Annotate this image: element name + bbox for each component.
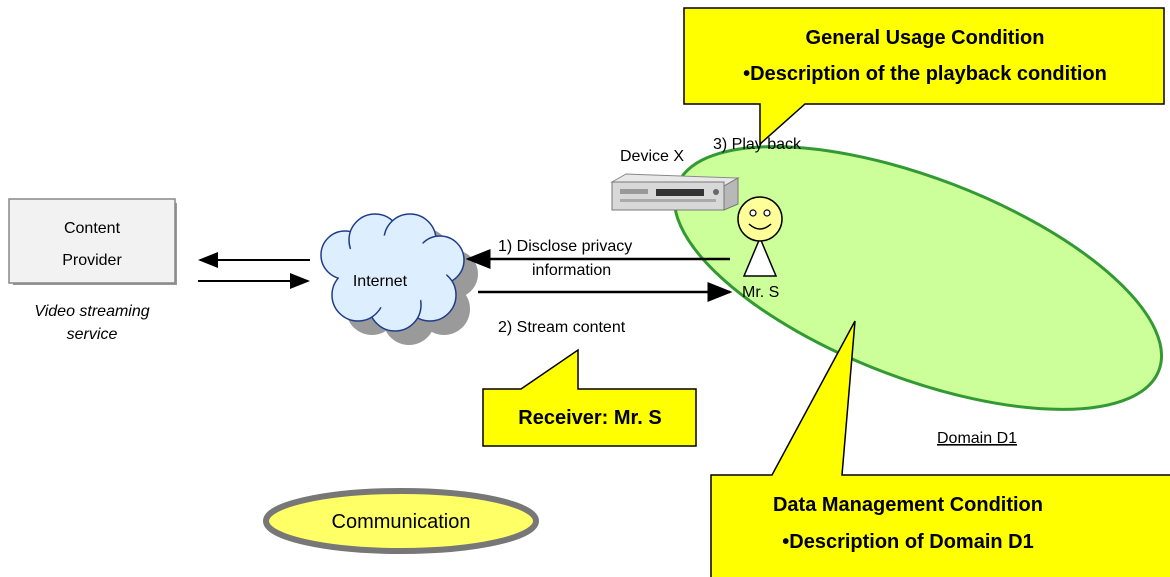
mr-s-person-icon <box>737 196 783 277</box>
communication-pill: Communication <box>263 488 539 554</box>
data-management-callout: Data Management Condition •Description o… <box>710 320 1170 577</box>
receiver-text: Receiver: Mr. S <box>518 407 661 429</box>
device-x-label: Device X <box>620 148 684 165</box>
communication-label: Communication <box>332 511 471 533</box>
step-disclose-line1: 1) Disclose privacy <box>498 238 632 255</box>
video-recorder-icon <box>610 173 740 211</box>
general-usage-callout: General Usage Condition •Description of … <box>683 7 1165 146</box>
data-management-title: Data Management Condition <box>773 494 1043 516</box>
content-provider-line2: Provider <box>62 252 122 269</box>
step-play-back: 3) Play back <box>713 136 802 153</box>
general-usage-title: General Usage Condition <box>806 27 1045 49</box>
mr-s-label: Mr. S <box>742 284 779 301</box>
general-usage-body: •Description of the playback condition <box>743 63 1107 85</box>
video-service-caption-line1: Video streaming <box>34 303 149 320</box>
receiver-callout: Receiver: Mr. S <box>482 348 697 447</box>
domain-d1-label: Domain D1 <box>937 430 1017 447</box>
content-provider-line1: Content <box>64 220 121 237</box>
step-disclose-line2: information <box>532 262 611 279</box>
internet-label: Internet <box>353 273 408 290</box>
data-management-body: •Description of Domain D1 <box>782 531 1033 553</box>
content-provider-box: Content Provider <box>8 198 177 285</box>
video-service-caption-line2: service <box>67 326 118 343</box>
internet-cloud-icon: Internet <box>320 213 478 345</box>
step-stream-content: 2) Stream content <box>498 319 626 336</box>
